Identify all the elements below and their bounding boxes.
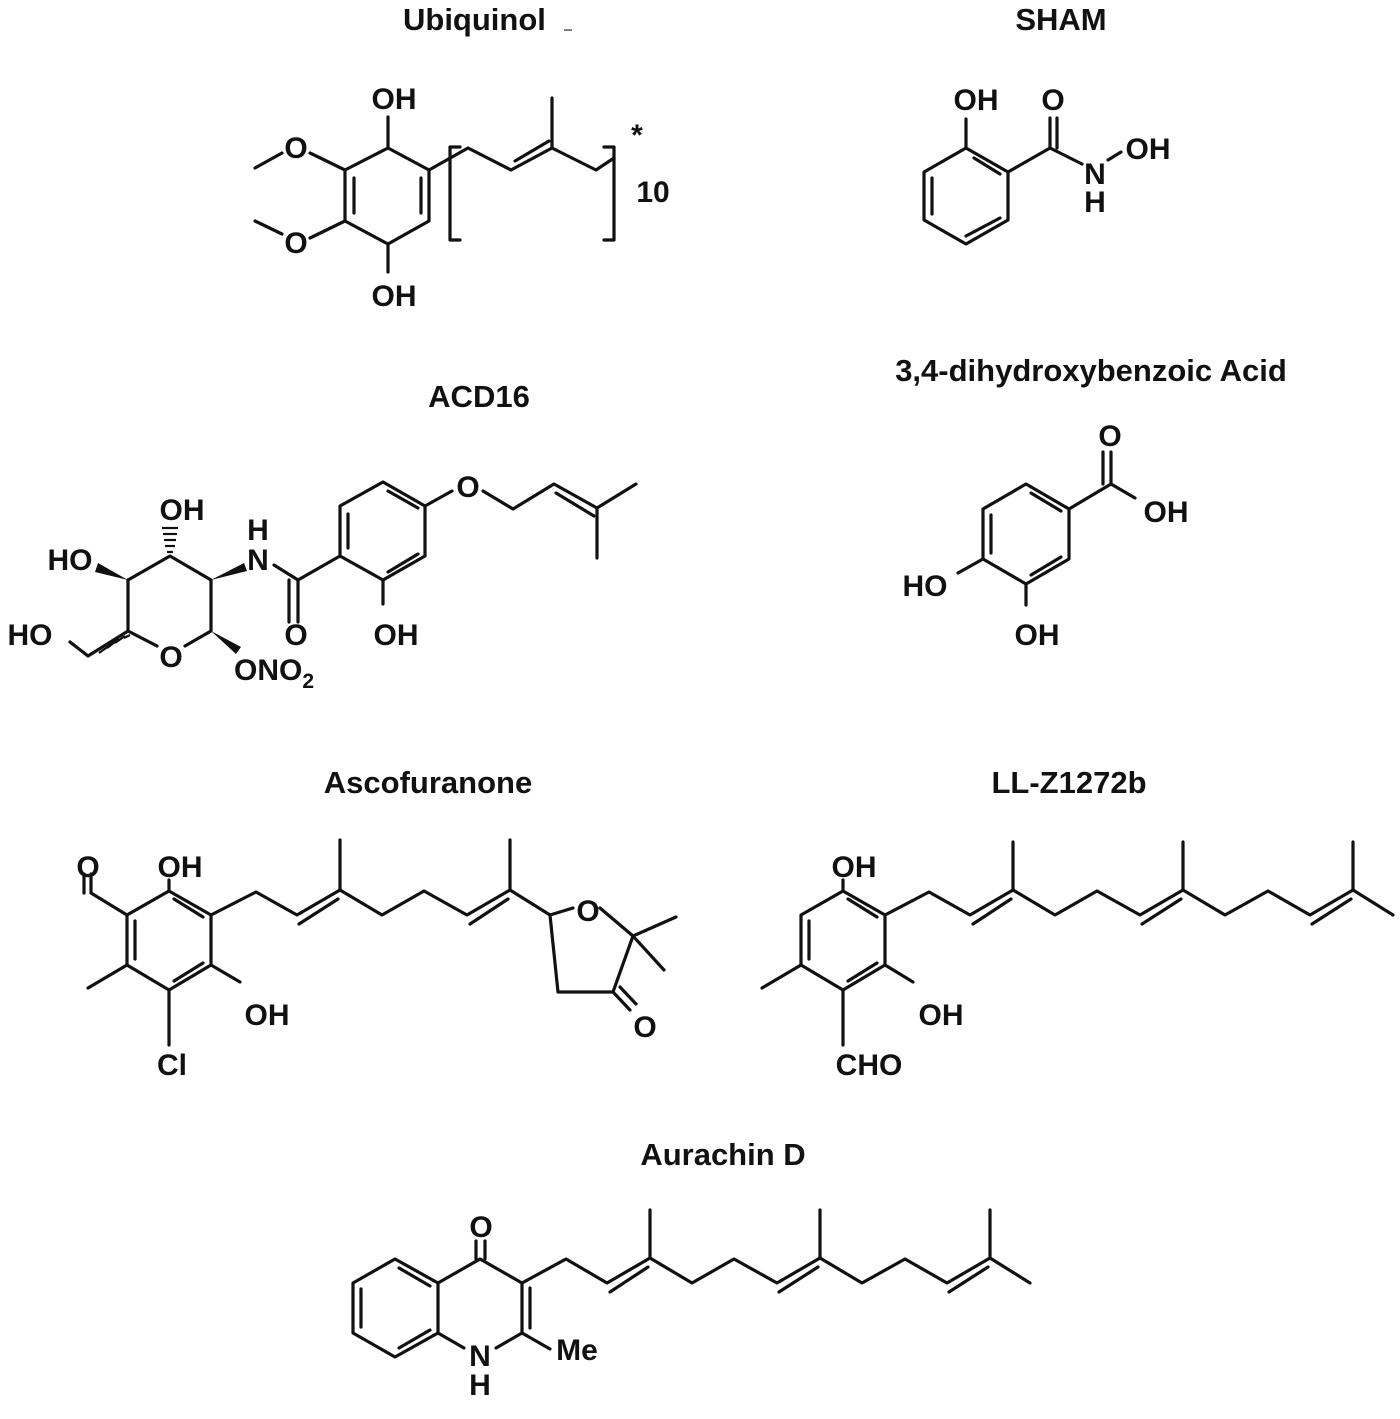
ubiquinol-methoxy-o2: O	[284, 227, 307, 260]
structure-dhba: O OH HO OH	[903, 420, 1189, 652]
ascofuranone-bonds	[82, 838, 678, 1047]
aurachin-d-bonds	[351, 1208, 1032, 1359]
structure-ascofuranone: O OH OH Cl O O	[76, 838, 678, 1082]
acd16-bonds	[68, 480, 638, 658]
title-acd16: ACD16	[428, 379, 530, 414]
acd16-ho-left: HO	[48, 544, 93, 577]
title-llz1272b: LL-Z1272b	[991, 765, 1146, 800]
acd16-ring-o: O	[159, 641, 182, 674]
ubiquinol-star: *	[631, 119, 643, 152]
ascofuranone-cl: Cl	[157, 1049, 187, 1082]
acd16-nh-n: N	[247, 544, 269, 577]
ubiquinol-repeat-count: 10	[636, 176, 669, 209]
acd16-wedge-nh	[211, 563, 247, 580]
llz1272b-cho: CHO	[836, 1049, 903, 1082]
acd16-oh-top: OH	[160, 494, 205, 527]
ubiquinol-oh-top: OH	[372, 83, 417, 116]
ubiquinol-oh-bottom: OH	[372, 280, 417, 313]
sham-oh: OH	[954, 84, 999, 117]
ascofuranone-ketone-o: O	[633, 1011, 656, 1044]
dhba-bonds	[956, 450, 1137, 607]
title-sham: SHAM	[1015, 2, 1106, 37]
structure-ubiquinol: OH OH O O * 10	[253, 83, 670, 313]
sham-n-oh: OH	[1126, 133, 1171, 166]
acd16-phenol-oh: OH	[374, 619, 419, 652]
sham-n: N	[1084, 158, 1106, 191]
acd16-wedge-ho	[95, 563, 128, 580]
aurachin-d-o: O	[469, 1211, 492, 1244]
dhba-oh: OH	[1015, 619, 1060, 652]
title-ascofuranone: Ascofuranone	[324, 765, 532, 800]
acd16-nh-h: H	[247, 514, 269, 547]
aurachin-d-h: H	[469, 1369, 491, 1402]
ubiquinol-methoxy-o1: O	[284, 132, 307, 165]
llz1272b-oh-bottom: OH	[919, 999, 964, 1032]
sham-h: H	[1084, 186, 1106, 219]
acd16-wedge-ono2	[211, 631, 241, 654]
acd16-carbonyl-o: O	[284, 619, 307, 652]
acd16-ono2-subscript: 2	[302, 670, 314, 693]
llz1272b-bonds	[760, 840, 1395, 1047]
acd16-hash-ch2	[98, 634, 131, 654]
structure-sham: OH O N OH H	[922, 84, 1171, 246]
dhba-carbonyl-o: O	[1098, 420, 1121, 453]
title-ubiquinol: Ubiquinol	[403, 2, 546, 37]
sham-o: O	[1041, 84, 1064, 117]
aurachin-d-n: N	[469, 1340, 491, 1373]
title-aurachin-d: Aurachin D	[640, 1137, 805, 1172]
aurachin-d-me: Me	[556, 1334, 598, 1367]
acd16-ono2: ONO2	[234, 654, 314, 693]
structure-acd16: OH HO HO H N O O OH O ONO2	[8, 471, 638, 693]
acd16-ether-o: O	[456, 471, 479, 504]
title-dhba: 3,4-dihydroxybenzoic Acid	[895, 353, 1287, 388]
acd16-ho-far: HO	[8, 619, 53, 652]
ascofuranone-oh-bottom: OH	[245, 999, 290, 1032]
structure-aurachin-d: O N H Me	[351, 1208, 1032, 1402]
dhba-acid-oh: OH	[1144, 496, 1189, 529]
acd16-ono2-main: ONO	[234, 654, 302, 687]
dhba-ho: HO	[903, 570, 948, 603]
sham-bonds	[922, 116, 1123, 246]
ascofuranone-ring-o: O	[576, 895, 599, 928]
acd16-hash-oh	[162, 526, 178, 554]
ascofuranone-aldehyde-o: O	[76, 851, 99, 884]
llz1272b-oh-top: OH	[832, 851, 877, 884]
structure-llz1272b: OH OH CHO	[760, 840, 1395, 1082]
ascofuranone-oh-top: OH	[158, 851, 203, 884]
ubiquinol-bonds	[253, 96, 616, 274]
